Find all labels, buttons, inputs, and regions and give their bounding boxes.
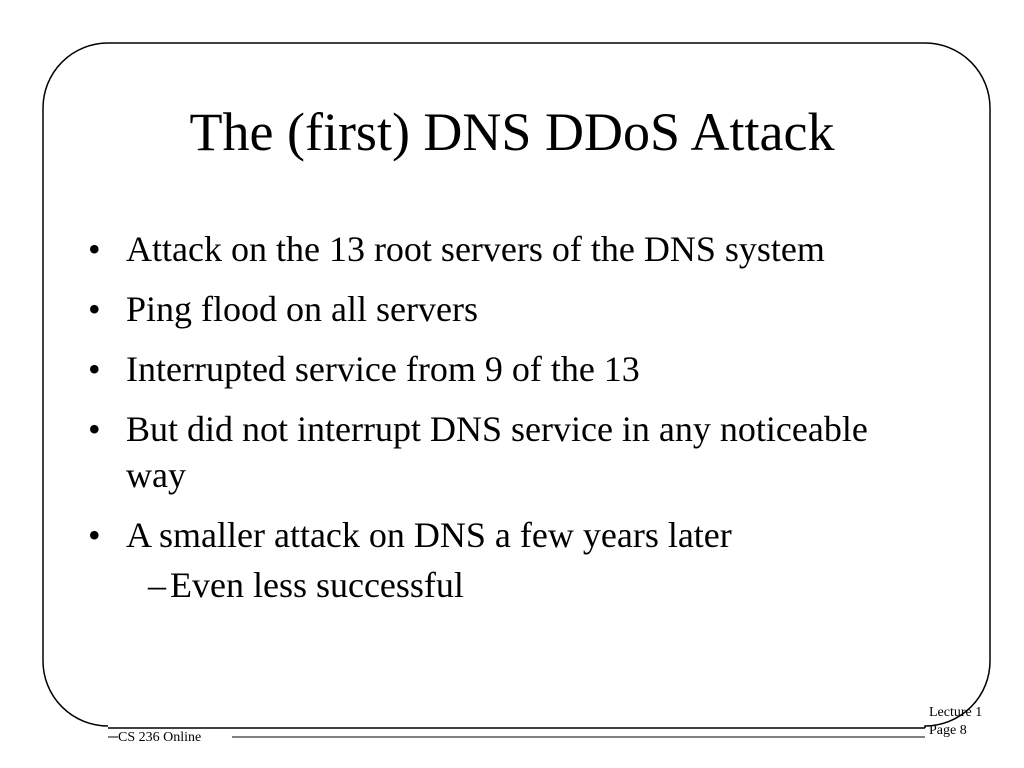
- bullet-item: • A smaller attack on DNS a few years la…: [86, 512, 916, 558]
- bullet-list: • Attack on the 13 root servers of the D…: [86, 226, 916, 608]
- bullet-icon: •: [88, 229, 101, 269]
- bullet-text: Attack on the 13 root servers of the DNS…: [126, 229, 825, 269]
- dash-icon: –: [148, 565, 166, 605]
- bullet-item: • Interrupted service from 9 of the 13: [86, 346, 916, 392]
- footer-page: Page 8: [929, 723, 967, 738]
- bullet-icon: •: [88, 349, 101, 389]
- bullet-text: A smaller attack on DNS a few years late…: [126, 515, 732, 555]
- sub-bullet-item: – Even less successful: [86, 562, 916, 608]
- footer-lecture: Lecture 1: [929, 705, 983, 720]
- bullet-icon: •: [88, 515, 101, 555]
- bullet-icon: •: [88, 409, 101, 449]
- sub-bullet-text: Even less successful: [170, 565, 464, 605]
- bullet-icon: •: [88, 289, 101, 329]
- bullet-text: But did not interrupt DNS service in any…: [126, 409, 868, 495]
- bullet-text: Ping flood on all servers: [126, 289, 478, 329]
- bullet-item: • Ping flood on all servers: [86, 286, 916, 332]
- footer-lecture-info: Lecture 1 Page 8: [929, 704, 982, 740]
- bullet-text: Interrupted service from 9 of the 13: [126, 349, 640, 389]
- frame-outline: [42, 42, 991, 728]
- bullet-item: • But did not interrupt DNS service in a…: [86, 406, 916, 498]
- footer-course: CS 236 Online: [118, 730, 202, 745]
- slide-title: The (first) DNS DDoS Attack: [189, 102, 835, 162]
- bullet-item: • Attack on the 13 root servers of the D…: [86, 226, 916, 272]
